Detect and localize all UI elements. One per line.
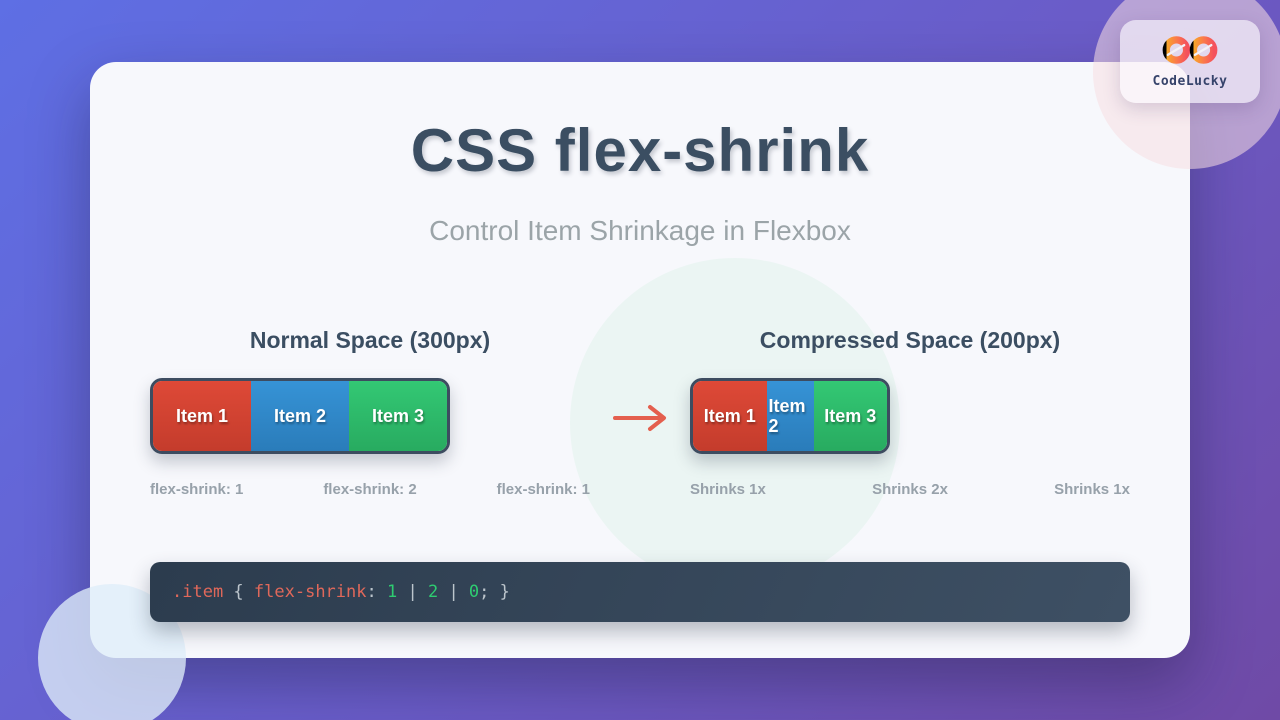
page-subtitle: Control Item Shrinkage in Flexbox	[429, 215, 851, 246]
demo-compressed: Compressed Space (200px) Item 1 Item 2 I…	[690, 327, 1130, 498]
code-token-number: 0	[468, 582, 480, 602]
demo-compressed-heading: Compressed Space (200px)	[759, 327, 1061, 353]
flex-item-1: Item 1	[153, 381, 251, 451]
demo-normal-labels: flex-shrink: 1 flex-shrink: 2 flex-shrin…	[150, 481, 590, 498]
code-token-punctuation: |	[397, 582, 428, 602]
code-token-selector: .item	[172, 582, 224, 602]
shrink-value-label: flex-shrink: 1	[496, 481, 590, 498]
shrink-value-label: flex-shrink: 1	[150, 481, 244, 498]
flex-container-compressed: Item 1 Item 2 Item 3	[690, 378, 890, 454]
right-arrow-icon	[612, 402, 670, 439]
flex-item-1-label: Item 1	[703, 405, 756, 426]
infinity-icon	[1159, 34, 1221, 71]
demo-row: Normal Space (300px) Item 1 Item 2 Item …	[150, 327, 1130, 498]
brand-name: CodeLucky	[1152, 74, 1228, 89]
flex-item-2: Item 2	[251, 381, 349, 451]
code-token-number: 2	[427, 582, 439, 602]
demo-normal-heading: Normal Space (300px)	[249, 327, 491, 353]
code-token-punctuation: :	[366, 582, 387, 602]
code-snippet: .item { flex-shrink: 1 | 2 | 0; }	[150, 562, 1130, 622]
flex-item-3-label: Item 3	[371, 405, 425, 426]
shrink-result-label: Shrinks 1x	[690, 481, 766, 498]
shrink-result-label: Shrinks 1x	[1054, 481, 1130, 498]
flex-item-2: Item 2	[766, 381, 814, 451]
page-title: CSS flex-shrink	[410, 117, 870, 184]
flex-item-2-label: Item 2	[768, 395, 806, 436]
code-token-punctuation: {	[223, 582, 254, 602]
flex-item-1: Item 1	[693, 381, 767, 451]
shrink-value-label: flex-shrink: 2	[323, 481, 417, 498]
code-token-punctuation: ; }	[479, 582, 510, 602]
demo-normal: Normal Space (300px) Item 1 Item 2 Item …	[150, 327, 590, 498]
flex-item-3: Item 3	[349, 381, 447, 451]
flex-item-3-label: Item 3	[824, 405, 877, 426]
flex-item-2-label: Item 2	[273, 405, 327, 426]
flex-item-3: Item 3	[813, 381, 887, 451]
brand-badge: CodeLucky	[1120, 20, 1260, 103]
demo-compressed-labels: Shrinks 1x Shrinks 2x Shrinks 1x	[690, 481, 1130, 498]
flex-container-normal: Item 1 Item 2 Item 3	[150, 378, 450, 454]
code-token-number: 1	[386, 582, 398, 602]
code-token-punctuation: |	[438, 582, 469, 602]
code-token-property: flex-shrink	[253, 582, 367, 602]
flex-item-1-label: Item 1	[175, 405, 229, 426]
shrink-result-label: Shrinks 2x	[872, 481, 948, 498]
main-card: CSS flex-shrink Control Item Shrinkage i…	[90, 62, 1190, 658]
